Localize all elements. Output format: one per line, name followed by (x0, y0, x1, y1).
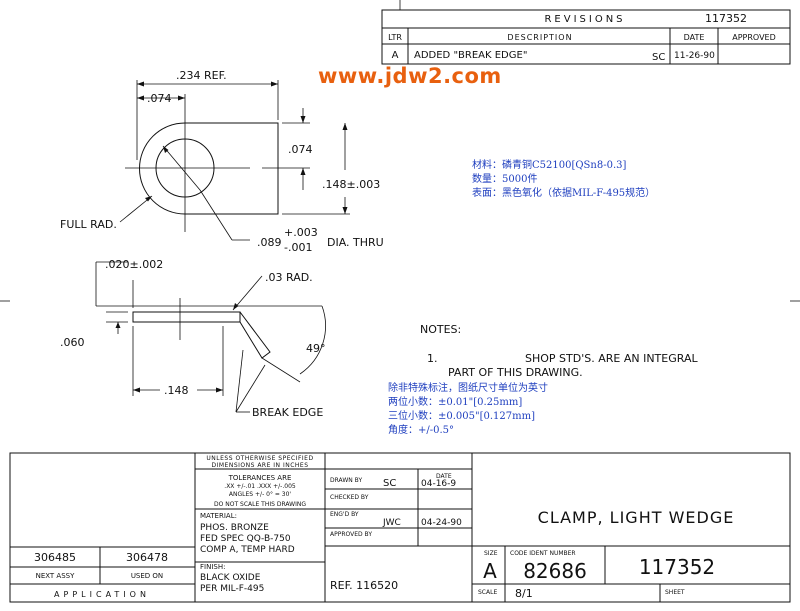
dim-03-rad: .03 RAD. (265, 271, 313, 284)
dim-074-top: .074 (147, 92, 172, 105)
label-break-edge: BREAK EDGE (252, 406, 323, 419)
tb-tolerances-title: TOLERANCES ARE (228, 474, 292, 482)
tb-reference: REF. 116520 (330, 579, 398, 592)
tolerance-note-line: 三位小数：±0.005"[0.127mm] (388, 411, 536, 422)
tb-finish-1: BLACK OXIDE (200, 573, 261, 583)
dim-060: .060 (60, 336, 85, 349)
label-full-rad: FULL RAD. (60, 218, 117, 231)
rev-row-date: 11-26-90 (674, 51, 715, 61)
rev-row-description: ADDED "BREAK EDGE" (414, 50, 527, 61)
notes: NOTES: 1. SHOP STD'S. ARE AN INTEGRAL PA… (420, 323, 698, 379)
tb-engd-date: 04-24-90 (421, 518, 462, 528)
tb-finish-label: FINISH: (200, 563, 225, 571)
dim-148-bottom: .148 (164, 384, 189, 397)
tb-scale: 8/1 (515, 587, 533, 600)
tb-next-assy-label: NEXT ASSY (36, 572, 76, 580)
tb-title: CLAMP, LIGHT WEDGE (538, 508, 735, 527)
tb-code-ident: 82686 (523, 559, 587, 583)
rev-header-date: DATE (684, 33, 705, 42)
tb-drawn-date: 04-16-9 (421, 479, 456, 489)
title-block: UNLESS OTHERWISE SPECIFIED DIMENSIONS AR… (9, 452, 791, 603)
tb-material-label: MATERIAL: (200, 512, 237, 520)
material-note-line: 数量：5000件 (472, 174, 538, 185)
tb-application: APPLICATION (54, 590, 150, 599)
tb-approved-label: APPROVED BY (330, 531, 372, 538)
side-view: .020±.002 .03 RAD. .060 49° .148 BREAK E… (60, 258, 326, 419)
tolerance-note-line: 角度：+/-0.5° (388, 425, 455, 436)
notes-line-1: SHOP STD'S. ARE AN INTEGRAL (525, 352, 698, 365)
dim-148-tol: .148±.003 (322, 178, 380, 191)
dim-hole-tol-plus: +.003 (284, 226, 318, 239)
tb-unless-2: DIMENSIONS ARE IN INCHES (211, 462, 308, 469)
dim-074-right: .074 (288, 143, 313, 156)
rev-row-ltr: A (392, 50, 399, 61)
tb-tolerances-line-1: .XX +/-.01 .XXX +/-.005 (224, 483, 296, 490)
material-note-line: 材料：磷青铜C52100[QSn8-0.3] (472, 160, 627, 171)
material-note-line: 表面：黑色氧化（依据MIL-F-495规范） (472, 188, 656, 199)
revisions-block: REVISIONS 117352 LTR DESCRIPTION DATE AP… (381, 9, 791, 65)
notes-item-number: 1. (427, 352, 438, 365)
tolerance-note-line: 除非特殊标注，图纸尺寸单位为英寸 (388, 383, 548, 394)
tb-checked-label: CHECKED BY (330, 494, 369, 501)
tb-drawn-label: DRAWN BY (330, 477, 362, 484)
tb-unless-1: UNLESS OTHERWISE SPECIFIED (206, 455, 313, 462)
tb-engd-label: ENG'D BY (330, 511, 359, 518)
tb-sheet-label: SHEET (665, 589, 685, 596)
tb-no-scale: DO NOT SCALE THIS DRAWING (214, 501, 306, 508)
tb-material-1: PHOS. BRONZE (200, 523, 269, 533)
tolerance-note: 除非特殊标注，图纸尺寸单位为英寸 两位小数：±0.01"[0.25mm] 三位小… (388, 382, 548, 438)
rev-header-ltr: LTR (388, 33, 402, 42)
tb-finish-2: PER MIL-F-495 (200, 584, 264, 594)
dim-hole-tol-minus: -.001 (284, 241, 312, 254)
dim-hole-dia: .089 (257, 236, 282, 249)
tb-used-on-value: 306478 (126, 551, 168, 564)
watermark: www.jdw2.com (318, 64, 502, 88)
rev-header-approved: APPROVED (732, 33, 776, 42)
tolerance-note-line: 两位小数：±0.01"[0.25mm] (388, 397, 523, 408)
material-note: 材料：磷青铜C52100[QSn8-0.3] 数量：5000件 表面：黑色氧化（… (472, 159, 655, 201)
rev-header-description: DESCRIPTION (507, 33, 572, 42)
tb-engd-by: JWC (382, 518, 401, 528)
revisions-title: REVISIONS (544, 14, 625, 25)
tb-drawing-number: 117352 (639, 555, 715, 579)
dim-49-deg: 49° (306, 342, 326, 355)
rev-row-by: SC (652, 52, 665, 63)
tb-used-on-label: USED ON (131, 572, 163, 580)
dim-020-tol: .020±.002 (105, 258, 163, 271)
notes-line-2: PART OF THIS DRAWING. (448, 366, 583, 379)
label-dia-thru: DIA. THRU (327, 236, 384, 249)
tb-size: A (483, 559, 497, 583)
revisions-number: 117352 (705, 12, 747, 25)
tb-code-label: CODE IDENT NUMBER (510, 550, 576, 557)
tb-tolerances-line-2: ANGLES +/- 0° = 30' (229, 491, 292, 498)
top-view: .234 REF. .074 .074 .148±.003 FULL RAD. … (60, 69, 384, 254)
tb-drawn-by: SC (383, 478, 396, 489)
dim-234-ref: .234 REF. (176, 69, 227, 82)
tb-material-3: COMP A, TEMP HARD (200, 545, 295, 555)
tb-date-label: DATE (436, 473, 452, 480)
tb-material-2: FED SPEC QQ-B-750 (200, 534, 291, 544)
notes-title: NOTES: (420, 323, 461, 336)
tb-next-assy-value: 306485 (34, 551, 76, 564)
tb-size-label: SIZE (484, 550, 498, 557)
tb-scale-label: SCALE (478, 589, 497, 596)
